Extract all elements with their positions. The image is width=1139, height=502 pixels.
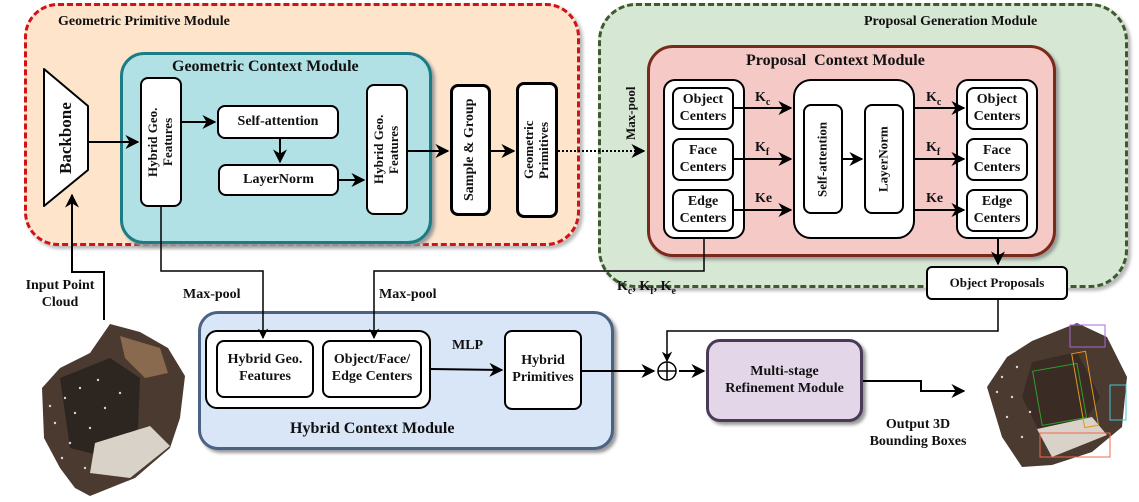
k-symbol: K [755, 140, 766, 155]
face-label: Face [983, 142, 1011, 158]
output-line2: Bounding Boxes [869, 433, 967, 449]
hcm-centers-line1: Object/Face/ [333, 352, 411, 368]
centers-label: Centers [679, 210, 727, 226]
arrow-maxpool-features-to-hcm [160, 207, 269, 340]
output-point-cloud-image [987, 323, 1127, 467]
k-c-label-right: Kc [926, 90, 941, 108]
hybrid-primitives-line1: Hybrid [521, 353, 565, 369]
input-line1: Input Point [25, 278, 95, 293]
k-subscript: f [650, 285, 654, 297]
k-subscript: f [936, 146, 941, 158]
k-e-label-right: Ke [926, 191, 944, 206]
centers-label: Centers [679, 108, 727, 124]
mlp-label: MLP [452, 338, 484, 353]
k-subscript: e [671, 285, 676, 297]
arrow-refinement-to-output [863, 380, 966, 398]
object-label: Object [976, 91, 1018, 107]
max-pool-label-middle: Max-pool [379, 287, 437, 302]
hcm-centers-line2: Edge Centers [331, 369, 413, 384]
k-subscript: c [936, 96, 942, 108]
object-proposals-block: Object Proposals [926, 266, 1068, 300]
hcm-object-face-edge-centers: Object/Face/Edge Centers [322, 340, 422, 398]
hcm-hybrid-geo-line1: Hybrid Geo. [227, 352, 303, 368]
geometric-primitive-module-title: Geometric Primitive Module [58, 14, 230, 29]
k-c-label-left: Kc [755, 90, 770, 108]
input-line2: Cloud [41, 294, 79, 310]
max-pool-label-left: Max-pool [183, 287, 241, 302]
object-label: Object [682, 91, 724, 107]
arrow-mlp [430, 362, 504, 377]
layernorm-block: LayerNorm [218, 164, 339, 196]
edge-label: Edge [687, 193, 719, 209]
hybrid-primitives-line2: Primitives [512, 370, 574, 385]
separator: , [632, 279, 640, 294]
hcm-hybrid-geo-line2: Features [239, 369, 291, 384]
centers-label: Centers [679, 159, 727, 175]
k-symbol: K [639, 279, 651, 294]
k-symbol: K [755, 90, 766, 105]
k-symbol: K [926, 140, 937, 155]
proposal-context-module-title: Proposal Context Module [746, 52, 925, 69]
hcm-hybrid-geo-features: Hybrid Geo.Features [216, 340, 314, 398]
k-f-label-right: Kf [926, 140, 940, 158]
arrow-proposals-to-sum [661, 300, 999, 363]
output-line1: Output 3D [885, 417, 951, 432]
backbone-shape [43, 68, 89, 207]
self-attention-block: Self-attention [217, 105, 339, 139]
centers-label: Centers [973, 108, 1021, 124]
sum-icon-cross [658, 362, 676, 380]
arrow-maxpool-centers-to-hcm [368, 239, 705, 340]
k-symbol: K [926, 90, 937, 105]
k-subscript: c [627, 285, 633, 297]
hybrid-context-module-title: Hybrid Context Module [290, 420, 455, 437]
input-point-cloud-image [42, 324, 185, 496]
proposal-generation-module-title: Proposal Generation Module [864, 14, 1038, 29]
centers-label: Centers [973, 210, 1021, 226]
k-symbol: K [660, 279, 672, 294]
geometric-context-module-title: Geometric Context Module [172, 58, 359, 75]
separator: , [653, 279, 661, 294]
centers-label: Centers [973, 159, 1021, 175]
k-subscript: f [765, 146, 770, 158]
k-subscript: c [765, 96, 771, 108]
arrow-input-to-backbone [65, 193, 105, 320]
k-list-label: Kc, Kf, Ke [617, 279, 676, 297]
edge-label: Edge [981, 193, 1013, 209]
k-e-label-left: Ke [755, 191, 773, 206]
refinement-label-line2: Refinement Module [725, 380, 844, 396]
refinement-label-line1: Multi-stage [750, 363, 819, 379]
face-label: Face [689, 142, 717, 158]
k-symbol: K [617, 279, 628, 294]
k-f-label-left: Kf [755, 140, 769, 158]
